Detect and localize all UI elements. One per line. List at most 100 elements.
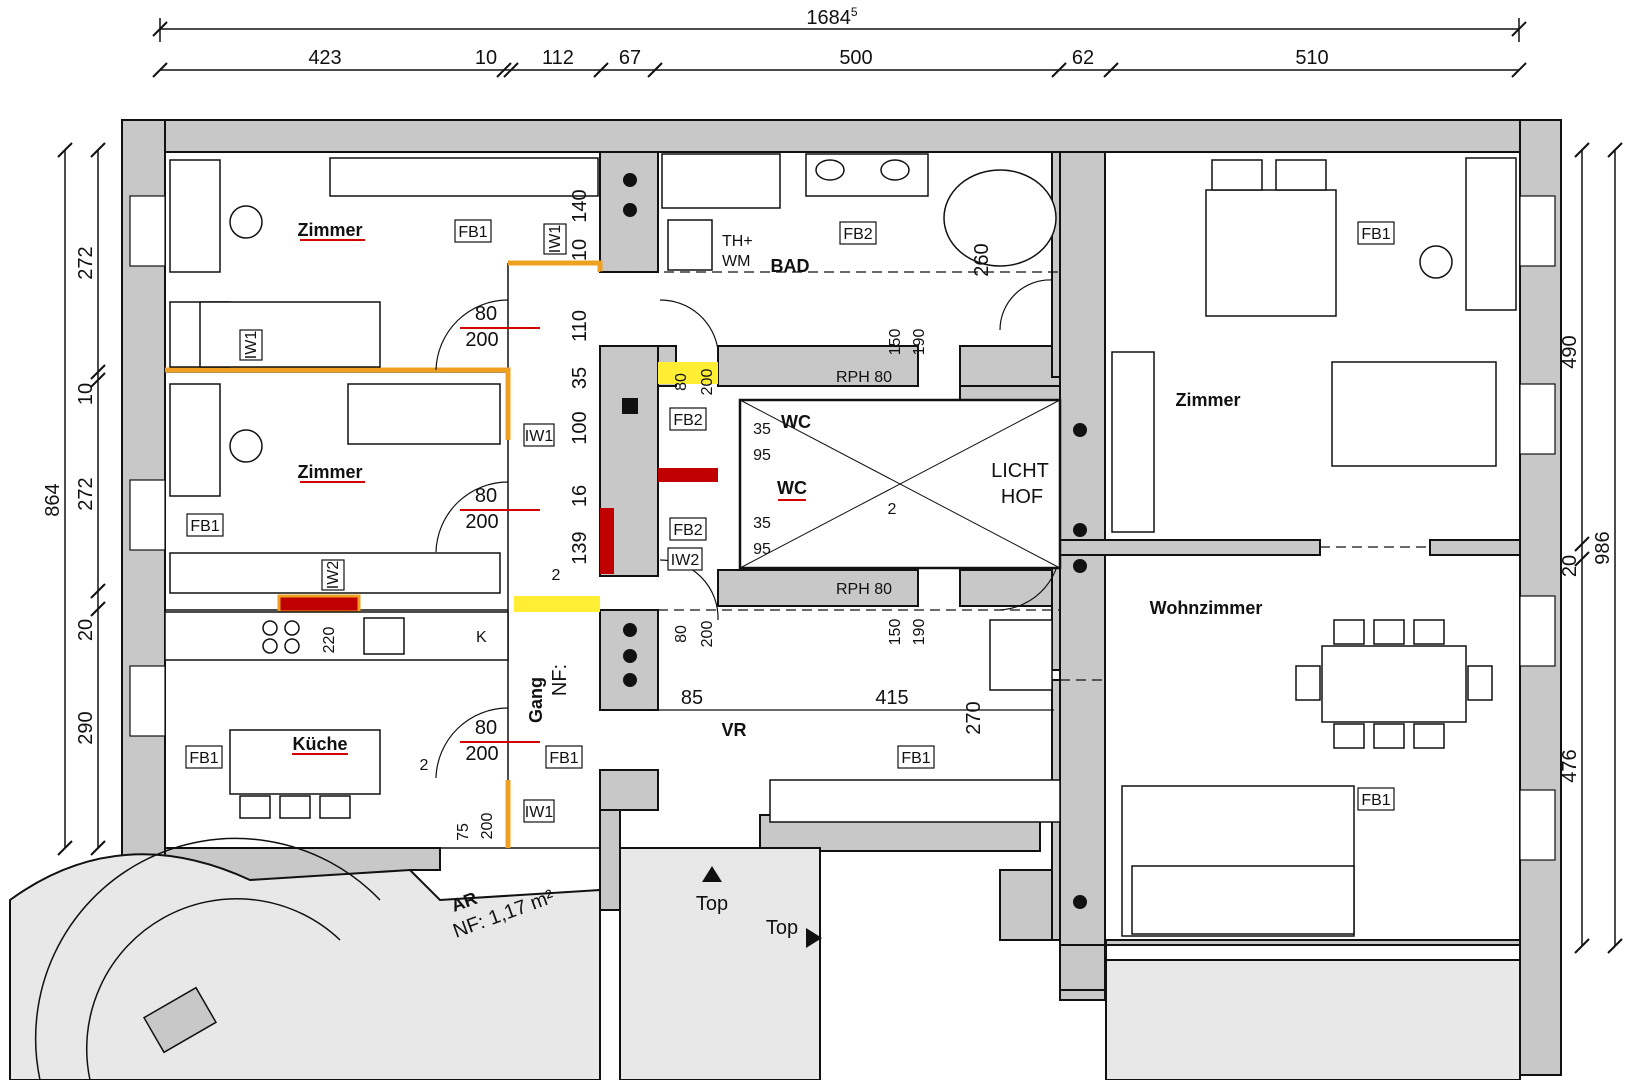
svg-text:200: 200 — [465, 743, 498, 765]
furniture-bad — [661, 153, 1057, 271]
svg-text:150: 150 — [887, 619, 904, 646]
svg-text:2: 2 — [552, 567, 561, 584]
tag-iw2-a: IW2 — [325, 561, 342, 590]
svg-text:2: 2 — [888, 501, 897, 518]
tag-iw1-b: IW1 — [243, 331, 260, 360]
tags: FB1 FB1 FB1 FB1 FB2 FB1 FB1 FB1 FB2 FB2 … — [185, 219, 1395, 948]
room-label-zimmer-1: Zimmer — [297, 220, 362, 240]
top-landings — [619, 847, 1521, 1080]
svg-text:139: 139 — [569, 531, 591, 564]
tag-fb1-kueche: FB1 — [189, 750, 218, 767]
svg-text:220: 220 — [321, 627, 338, 654]
svg-text:85: 85 — [681, 687, 703, 709]
svg-text:190: 190 — [911, 619, 928, 646]
staircase — [9, 837, 601, 1080]
svg-text:35: 35 — [753, 421, 771, 438]
doors — [435, 279, 1061, 779]
room-label-zimmer-3: Zimmer — [1175, 390, 1240, 410]
svg-text:200: 200 — [465, 329, 498, 351]
overall-width-label: 16845 — [806, 5, 858, 29]
tag-iw1-d: IW1 — [525, 804, 554, 821]
tag-th-wm-2: WM — [722, 253, 750, 270]
gang-nf: NF: — [549, 664, 571, 696]
tag-fb1-gang: FB1 — [549, 750, 578, 767]
svg-text:95: 95 — [753, 447, 771, 464]
highlights — [165, 260, 718, 848]
tag-rph-lower: RPH 80 — [836, 581, 892, 598]
svg-text:270: 270 — [963, 701, 985, 734]
svg-text:200: 200 — [465, 511, 498, 533]
tag-iw2-b: IW2 — [671, 552, 700, 569]
label-top-2: Top — [766, 917, 798, 939]
dim-left-overall: 864 — [42, 483, 64, 516]
svg-text:140: 140 — [569, 189, 591, 222]
svg-text:190: 190 — [911, 329, 928, 356]
dim-left-5: 290 — [75, 711, 97, 744]
svg-text:150: 150 — [887, 329, 904, 356]
room-label-bad: BAD — [771, 256, 810, 276]
dim-right-overall: 986 — [1592, 531, 1614, 564]
tag-fb2-wc2: FB2 — [673, 522, 702, 539]
lichthof-label-1: LICHT — [991, 460, 1049, 482]
tag-fb2-wc1: FB2 — [673, 412, 702, 429]
lichthof — [738, 398, 1062, 570]
svg-text:110: 110 — [569, 310, 591, 342]
svg-text:75: 75 — [455, 823, 472, 841]
room-label-wc-2: WC — [777, 478, 807, 498]
svg-text:16: 16 — [569, 485, 591, 507]
svg-text:200: 200 — [699, 621, 716, 648]
inner-dimensions: 80 200 80 200 80 200 110 35 100 16 139 1… — [321, 189, 1054, 841]
room-label-wc-1: WC — [781, 412, 811, 432]
tag-k: K — [476, 629, 487, 646]
svg-text:35: 35 — [753, 515, 771, 532]
svg-text:80: 80 — [475, 485, 497, 507]
room-label-wohnzimmer: Wohnzimmer — [1150, 598, 1263, 618]
tag-iw1-c: IW1 — [525, 428, 554, 445]
room-label-vr: VR — [721, 720, 746, 740]
svg-text:200: 200 — [479, 813, 496, 840]
dim-top-5: 500 — [839, 47, 872, 69]
tag-fb1-zimmer2: FB1 — [190, 518, 219, 535]
svg-text:80: 80 — [475, 303, 497, 325]
tag-fb1-zimmer1: FB1 — [458, 224, 487, 241]
right-dimension-chain: 490 20 476 986 — [1559, 142, 1623, 954]
room-label-kueche: Küche — [292, 734, 347, 754]
furniture-vr — [769, 619, 1061, 823]
dim-left-2: 10 — [75, 383, 97, 405]
dim-right-1: 490 — [1559, 335, 1581, 368]
furniture-kueche — [164, 611, 509, 819]
left-dimension-chain: 272 10 272 20 290 864 — [42, 142, 106, 856]
dim-top-6: 62 — [1072, 47, 1094, 69]
dim-left-3: 272 — [75, 477, 97, 510]
svg-text:260: 260 — [971, 243, 993, 276]
dim-top-1: 423 — [308, 47, 341, 69]
dim-right-3: 476 — [1559, 749, 1581, 782]
openings — [600, 271, 1430, 681]
svg-text:10: 10 — [569, 239, 591, 261]
tag-fb1-wohnzimmer: FB1 — [1361, 792, 1390, 809]
lichthof-label-2: HOF — [1001, 486, 1043, 508]
column-symbols — [622, 173, 1087, 909]
right-windows — [1519, 195, 1556, 861]
svg-text:2: 2 — [420, 757, 429, 774]
tag-th-wm-1: TH+ — [722, 233, 753, 250]
furniture-wohnzimmer — [1121, 619, 1493, 937]
dim-right-2: 20 — [1559, 555, 1581, 577]
dim-top-7: 510 — [1295, 47, 1328, 69]
svg-text:80: 80 — [673, 373, 690, 391]
svg-text:35: 35 — [569, 367, 591, 389]
tag-fb1-zimmer3: FB1 — [1361, 226, 1390, 243]
svg-text:95: 95 — [753, 541, 771, 558]
svg-text:200: 200 — [699, 369, 716, 396]
dim-left-1: 272 — [75, 246, 97, 279]
tag-rph-upper: RPH 80 — [836, 369, 892, 386]
dim-left-4: 20 — [75, 619, 97, 641]
top-dimension-chain: 16845 423 10 112 67 500 62 510 — [152, 5, 1527, 78]
room-label-zimmer-2: Zimmer — [297, 462, 362, 482]
svg-text:80: 80 — [673, 625, 690, 643]
dim-top-4: 67 — [619, 47, 641, 69]
dim-top-3: 112 — [542, 47, 574, 69]
tag-fb1-vr: FB1 — [901, 750, 930, 767]
svg-text:415: 415 — [875, 687, 908, 709]
